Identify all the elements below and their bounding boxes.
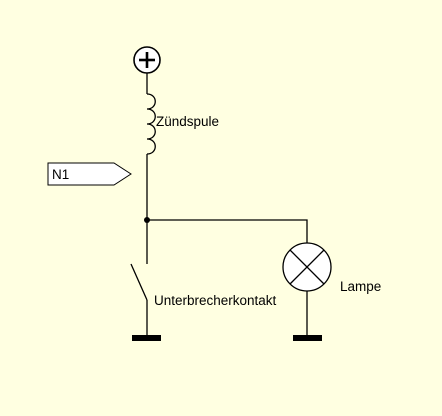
coil-icon <box>146 93 156 155</box>
breaker-contact[interactable]: Unterbrecherkontakt <box>130 263 277 336</box>
ignition-coil[interactable]: Zündspule <box>146 93 219 155</box>
net-tag-shape <box>47 162 132 186</box>
lamp[interactable]: Lampe <box>282 242 381 294</box>
net-tag-n1[interactable]: N1 <box>47 162 132 186</box>
wire-junction-to-lamp <box>147 219 308 243</box>
coil-label: Zündspule <box>156 114 219 129</box>
lamp-cross-b <box>289 249 325 285</box>
switch-blade <box>130 263 148 301</box>
net-tag-label: N1 <box>52 167 69 182</box>
lamp-label: Lampe <box>340 279 381 294</box>
supply-terminal[interactable] <box>133 46 161 74</box>
switch-label: Unterbrecherkontakt <box>154 293 277 308</box>
ground-icon <box>293 335 322 341</box>
ground-icon <box>132 335 161 341</box>
